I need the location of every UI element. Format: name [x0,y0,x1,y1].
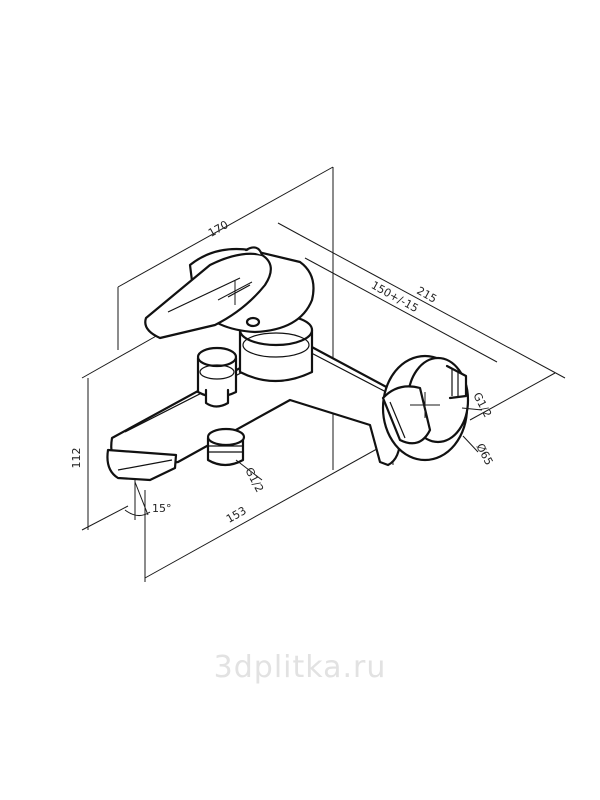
dim-label-flange-diameter: Ø65 [473,441,495,467]
diverter-knob [196,346,238,408]
dim-label-angle: 15° [152,502,172,515]
wall-inlet-flange: G1/2 Ø65 [381,354,495,467]
dim-label-outlet-thread: G1/2 [242,465,266,494]
dim-label-inlet-thread: G1/2 [470,390,494,419]
dimension-150: 150+/-15 [304,257,498,363]
dimension-angle: 15° [124,480,172,520]
dim-label-112: 112 [70,448,83,469]
watermark: 3dplitka.ru [213,650,387,685]
dimension-153: 153 [144,439,394,582]
shower-outlet-connector: G1/2 [206,427,266,495]
dim-label-170: 170 [206,218,231,240]
lever-center-mark [217,280,253,305]
lever-handle [144,246,315,340]
